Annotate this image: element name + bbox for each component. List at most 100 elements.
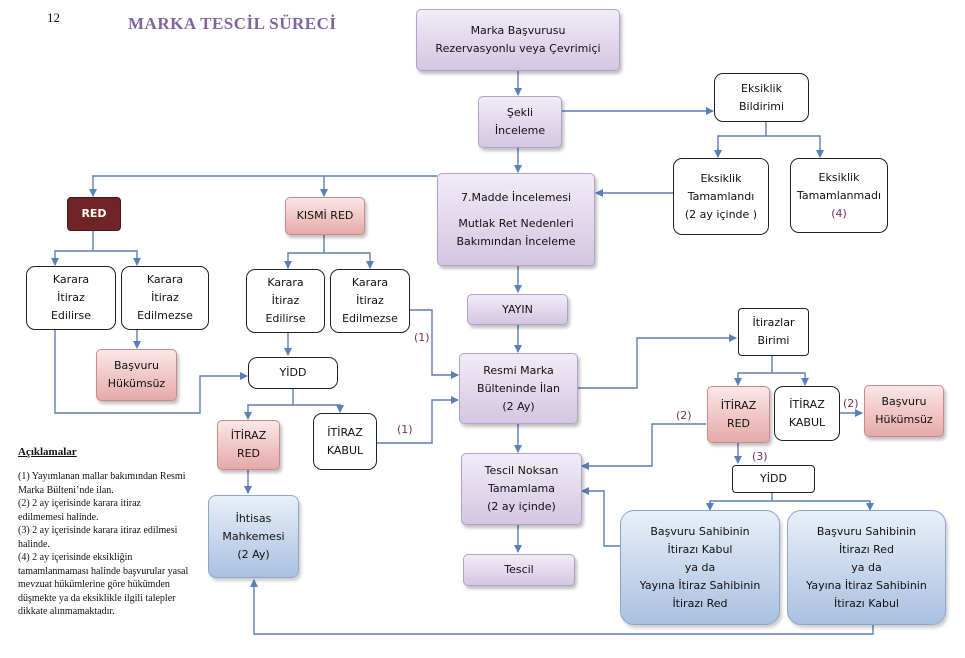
eksiklik-tamamlanmadi-box: Eksiklik Tamamlanmadı (4) — [790, 158, 888, 233]
box-line: Resmi Marka — [483, 362, 554, 380]
box-line: Birimi — [758, 332, 790, 350]
box-line: (2 ay içinde) — [487, 498, 556, 516]
box-line: Tamamlanmadı — [797, 187, 881, 205]
box-line: YİDD — [760, 470, 787, 488]
box-line: İtiraz — [356, 292, 384, 310]
note-line: dikkate alınmamaktadır. — [18, 605, 218, 619]
box-line: Mahkemesi — [222, 528, 284, 546]
box-line: İtiraz — [57, 289, 85, 307]
madde7-inceleme-box: 7.Madde İncelemesi Mutlak Ret Nedenleri … — [437, 173, 595, 266]
box-line: 7.Madde İncelemesi — [461, 189, 571, 207]
box-line: Bülteninde İlan — [477, 380, 560, 398]
resmi-marka-bulteni-box: Resmi Marka Bülteninde İlan (2 Ay) — [459, 353, 578, 424]
box-line: Yayına İtiraz Sahibinin — [806, 577, 927, 595]
red-box: RED — [67, 197, 121, 231]
box-line: Eksiklik — [741, 80, 782, 98]
page-title: MARKA TESCİL SÜRECİ — [128, 14, 337, 34]
box-line: Başvuru — [882, 393, 927, 411]
arrow-sahibi-ihtisas — [254, 580, 873, 634]
box-line: İTİRAZ — [231, 427, 266, 445]
notes-heading: Açıklamalar — [18, 446, 77, 458]
itiraz-red-left-box: İTİRAZ RED — [217, 420, 280, 470]
sahibi-itirazi-red-box: Başvuru Sahibinin İtirazı Red ya da Yayı… — [787, 510, 946, 625]
box-line: İtirazı Kabul — [668, 541, 733, 559]
box-line: Başvuru — [114, 357, 159, 375]
note-line: edilmemesi halinde. — [18, 511, 218, 525]
arrow-resmi-itirazlar — [578, 338, 736, 388]
box-line: ya da — [851, 559, 881, 577]
box-line: İtirazı Kabul — [834, 595, 899, 613]
basvuru-hukumsuz-right-box: Başvuru Hükümsüz — [864, 385, 944, 437]
note-line: halinde. — [18, 538, 218, 552]
box-line: Tamamlandı — [688, 188, 755, 206]
box-line: Eksiklik — [701, 170, 742, 188]
tescil-box: Tescil — [463, 554, 575, 586]
label-2-b: (2) — [843, 397, 859, 410]
label-1-mid: (1) — [397, 423, 413, 436]
box-line: Başvuru Sahibinin — [650, 523, 749, 541]
note-item: (2) 2 ay içerisinde karara itiraz edilme… — [18, 497, 218, 524]
box-line: İnceleme — [495, 122, 545, 140]
box-line: Başvuru Sahibinin — [817, 523, 916, 541]
note-line: (3) 2 ay içerisinde karara itiraz edilme… — [18, 524, 218, 538]
box-line: Şekli — [507, 104, 533, 122]
kismi-itiraz-edilmezse-box: Karara İtiraz Edilmezse — [330, 269, 410, 333]
box-line: İTİRAZ — [721, 397, 756, 415]
note-item: (3) 2 ay içerisinde karara itiraz edilme… — [18, 524, 218, 551]
kismi-itiraz-edilirse-box: Karara İtiraz Edilirse — [246, 269, 325, 333]
box-line: Marka Başvurusu — [471, 22, 566, 40]
box-line: YİDD — [280, 364, 307, 382]
box-line: Tescil Noksan — [485, 462, 559, 480]
arrow-sahibi-noksan — [582, 491, 620, 546]
box-line: RED — [727, 415, 750, 433]
box-line: Karara — [147, 271, 183, 289]
label-1-left: (1) — [414, 331, 430, 344]
note-item: (4) 2 ay içerisinde eksikliğin tamamlanm… — [18, 551, 218, 619]
arrow-yidd-split-right — [710, 493, 870, 508]
box-line: Hükümsüz — [108, 375, 165, 393]
arrow-madde7-red — [93, 176, 437, 196]
note-line: (2) 2 ay içerisinde karara itiraz — [18, 497, 218, 511]
box-line: İtirazlar — [753, 314, 795, 332]
kismi-red-box: KISMİ RED — [285, 197, 365, 235]
box-line: KISMİ RED — [297, 207, 354, 225]
itirazlar-birimi-box: İtirazlar Birimi — [738, 308, 809, 356]
itiraz-red-right-box: İTİRAZ RED — [707, 386, 770, 443]
box-line: ya da — [685, 559, 715, 577]
box-line: Hükümsüz — [875, 411, 932, 429]
box-line: İtiraz — [272, 292, 300, 310]
box-line: Edilirse — [51, 307, 91, 325]
page-number: 12 — [47, 10, 60, 26]
box-line: Tamamlama — [488, 480, 555, 498]
box-line: (2 Ay) — [237, 546, 269, 564]
box-line: İtirazı Red — [839, 541, 894, 559]
yidd-right-box: YİDD — [732, 465, 815, 493]
yidd-left-box: YİDD — [248, 357, 338, 389]
box-line: İTİRAZ — [789, 396, 824, 414]
box-line: Mutlak Ret Nedenleri — [458, 215, 573, 233]
marka-basvurusu-box: Marka Başvurusu Rezervasyonlu veya Çevri… — [416, 9, 620, 71]
label-3: (3) — [752, 450, 768, 463]
box-line: KABUL — [789, 414, 825, 432]
box-line: RED — [81, 205, 106, 223]
box-line: İhtisas — [236, 510, 272, 528]
box-line: İtirazı Red — [672, 595, 727, 613]
basvuru-hukumsuz-left-box: Başvuru Hükümsüz — [96, 349, 177, 401]
box-line: (4) — [831, 205, 847, 223]
note-line: düşmekte ya da eksiklikle ilgili taleple… — [18, 592, 218, 606]
red-itiraz-edilirse-box: Karara İtiraz Edilirse — [26, 266, 116, 330]
box-line: YAYIN — [502, 301, 533, 319]
box-line: RED — [237, 445, 260, 463]
note-line: mevzuat hükümlerine göre hükümden — [18, 578, 218, 592]
box-line: (2 ay içinde ) — [685, 206, 757, 224]
arrow-itirazkabul-resmi — [377, 400, 458, 443]
arrow-red-split — [55, 231, 137, 264]
box-line: Rezervasyonlu veya Çevrimiçi — [435, 40, 600, 58]
sekli-inceleme-box: Şekli İnceleme — [478, 96, 562, 148]
box-line: Bildirimi — [739, 98, 784, 116]
itiraz-kabul-left-box: İTİRAZ KABUL — [313, 413, 377, 470]
box-line: KABUL — [327, 442, 363, 460]
note-line: Marka Bülteni’nde ilan. — [18, 484, 218, 498]
note-line: tamamlanmaması halinde başvurular yasal — [18, 565, 218, 579]
note-line: (1) Yayımlanan mallar bakımından Resmi — [18, 470, 218, 484]
